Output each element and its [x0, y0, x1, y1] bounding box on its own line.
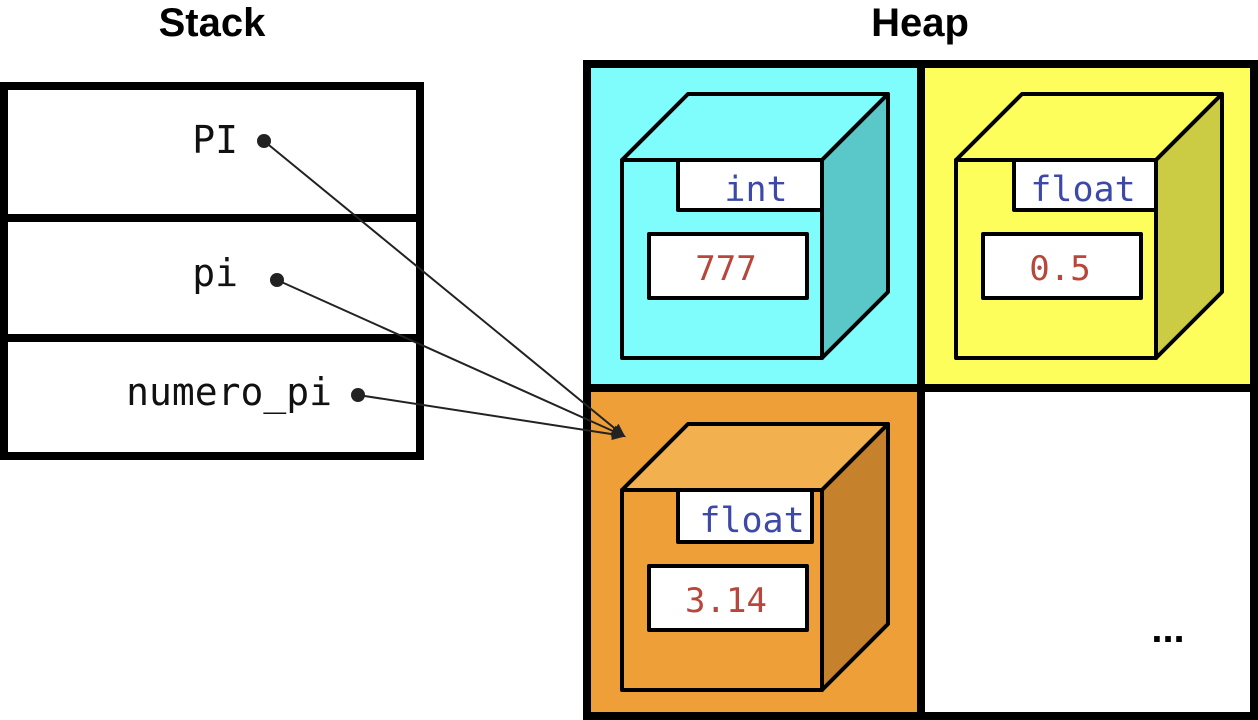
- type-tag: [1012, 158, 1158, 212]
- value-box: [647, 564, 809, 632]
- arrow-pi-to-3-14: [276, 279, 626, 437]
- type-label-float: float: [699, 501, 804, 541]
- type-label-float: float: [1030, 170, 1135, 210]
- reference-arrows: [263, 140, 626, 441]
- value-box: [647, 232, 809, 300]
- var-label-PI: PI: [192, 118, 238, 162]
- heap-ellipsis: ...: [1151, 607, 1184, 651]
- stack: PI pi numero_pi: [0, 82, 424, 460]
- value-box: [981, 232, 1143, 300]
- value-label-0-5: 0.5: [1029, 249, 1090, 289]
- stack-slot-numero-pi: [0, 334, 424, 460]
- cube-int: int 777: [620, 92, 890, 360]
- arrow-numero-pi-to-3-14: [357, 394, 626, 441]
- var-label-numero-pi: numero_pi: [126, 370, 332, 415]
- heap-cell-empty: [917, 384, 1258, 720]
- type-tag: [676, 488, 814, 544]
- value-label-3-14: 3.14: [685, 581, 767, 621]
- cube-float-3-14: float 3.14: [620, 422, 890, 692]
- value-label-777: 777: [695, 249, 756, 289]
- heap-title: Heap: [871, 1, 969, 45]
- stack-title: Stack: [159, 1, 266, 45]
- type-tag: [676, 158, 824, 212]
- heap: int 777 float 0.5 float 3.14 ...: [583, 60, 1258, 720]
- arrow-PI-to-3-14: [263, 140, 626, 438]
- var-label-pi: pi: [192, 251, 238, 295]
- cube-float-0-5: float 0.5: [954, 92, 1224, 360]
- type-label-int: int: [724, 170, 787, 210]
